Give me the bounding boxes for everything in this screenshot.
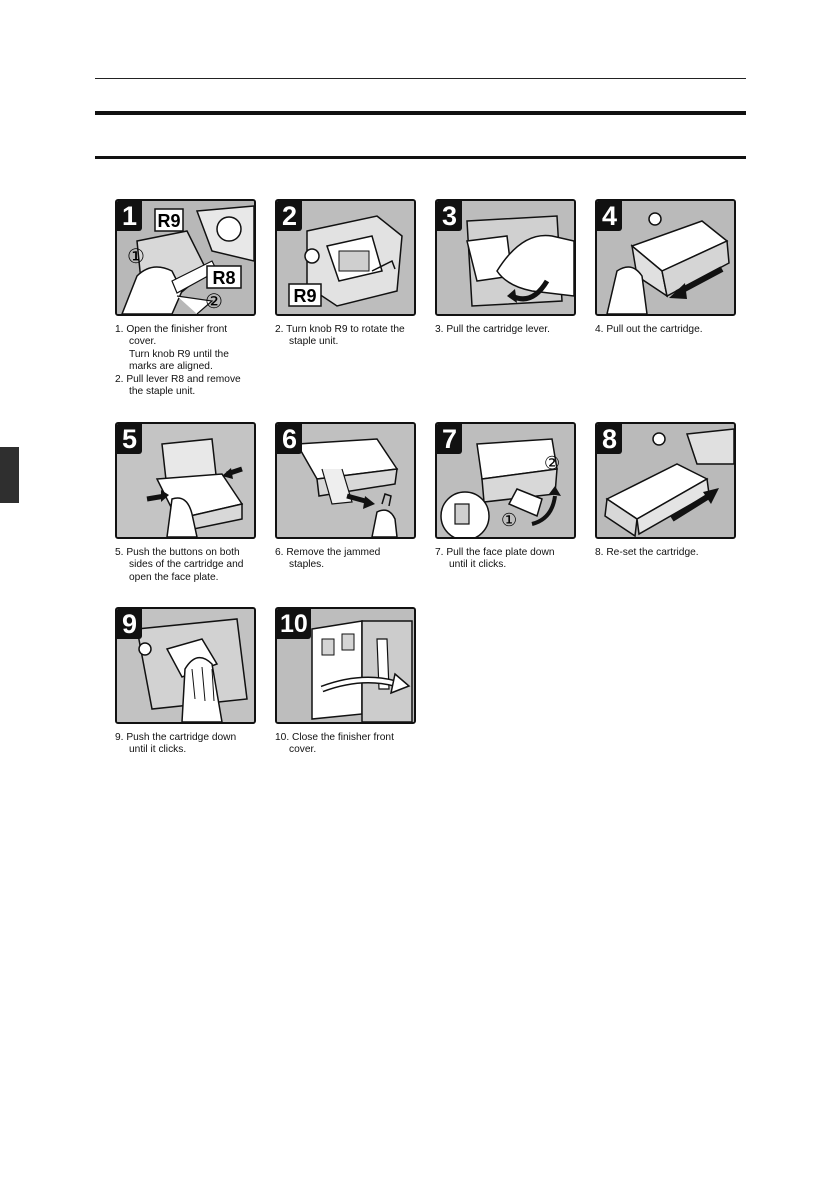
caption-line: 10. Close the finisher front cover. [275,732,416,757]
step-8-illustration: 8 [595,422,736,539]
step-4-illustration: 4 [595,199,736,316]
step-2-caption: 2. Turn knob R9 to rotate the staple uni… [275,324,416,349]
step-number: 4 [597,201,622,231]
step-6-caption: 6. Remove the jammed staples. [275,547,416,572]
circled-one: ① [501,510,517,531]
step-number: 10 [277,609,311,639]
caption-line: 4. Pull out the cartridge. [595,324,736,336]
step-number: 6 [277,424,302,454]
caption-line: 6. Remove the jammed staples. [275,547,416,572]
caption-line: Turn knob R9 until the marks are aligned… [115,349,256,374]
header-rule-thin [95,78,746,79]
step-3-caption: 3. Pull the cartridge lever. [435,324,576,336]
step-9-illustration: 9 [115,607,256,724]
step-number: 9 [117,609,142,639]
step-5-caption: 5. Push the buttons on both sides of the… [115,547,256,584]
step-number: 3 [437,201,462,231]
step-3: 3 3. Pull the cartridge lever. [435,199,576,336]
caption-line: 9. Push the cartridge down until it clic… [115,732,256,757]
step-number: 1 [117,201,142,231]
step-7-illustration: 7 ② ① [435,422,576,539]
step-number: 2 [277,201,302,231]
caption-line: 7. Pull the face plate down until it cli… [435,547,576,572]
circled-one: ① [127,244,145,268]
step-number: 5 [117,424,142,454]
caption-line: 2. Pull lever R8 and remove the staple u… [115,374,256,399]
step-2-illustration: 2 R9 [275,199,416,316]
step-8-caption: 8. Re-set the cartridge. [595,547,736,559]
step-2: 2 R9 2. Turn knob R9 to rotate the stapl… [275,199,416,349]
step-10: 10 10. Close the finisher front cover. [275,607,416,757]
step-1-caption: 1. Open the finisher front cover. Turn k… [115,324,256,398]
step-number: 7 [437,424,462,454]
caption-line: 5. Push the buttons on both sides of the… [115,547,256,584]
step-5-illustration: 5 [115,422,256,539]
step-1: 1 R9 R8 ① ② 1. Open the finisher front c… [115,199,256,398]
circled-two: ② [205,289,223,313]
caption-line: 3. Pull the cartridge lever. [435,324,576,336]
step-10-illustration: 10 [275,607,416,724]
step-4: 4 4. Pull out the cartridge. [595,199,736,336]
step-7: 7 ② ① 7. Pull the face plate down until … [435,422,576,572]
step-6-illustration: 6 [275,422,416,539]
step-3-illustration: 3 [435,199,576,316]
chapter-tab [0,447,19,503]
step-4-caption: 4. Pull out the cartridge. [595,324,736,336]
step-9-caption: 9. Push the cartridge down until it clic… [115,732,256,757]
header-rule-thick [95,111,746,115]
circled-two: ② [544,453,560,474]
step-8: 8 8. Re-set the cartridge. [595,422,736,559]
caption-line: 8. Re-set the cartridge. [595,547,736,559]
step-9: 9 9. Push the cartridge down until it cl… [115,607,256,757]
caption-line: 1. Open the finisher front cover. [115,324,256,349]
step-1-illustration: 1 R9 R8 ① ② [115,199,256,316]
lever-label-r8: R8 [212,268,235,288]
step-7-caption: 7. Pull the face plate down until it cli… [435,547,576,572]
knob-label-r9: R9 [293,286,316,306]
step-10-caption: 10. Close the finisher front cover. [275,732,416,757]
caption-line: 2. Turn knob R9 to rotate the staple uni… [275,324,416,349]
step-5: 5 5. Push the buttons on both sides of t… [115,422,256,584]
lever-label-r9: R9 [157,211,180,231]
step-6: 6 6. Remove the jammed staples. [275,422,416,572]
section-rule [95,156,746,159]
step-number: 8 [597,424,622,454]
